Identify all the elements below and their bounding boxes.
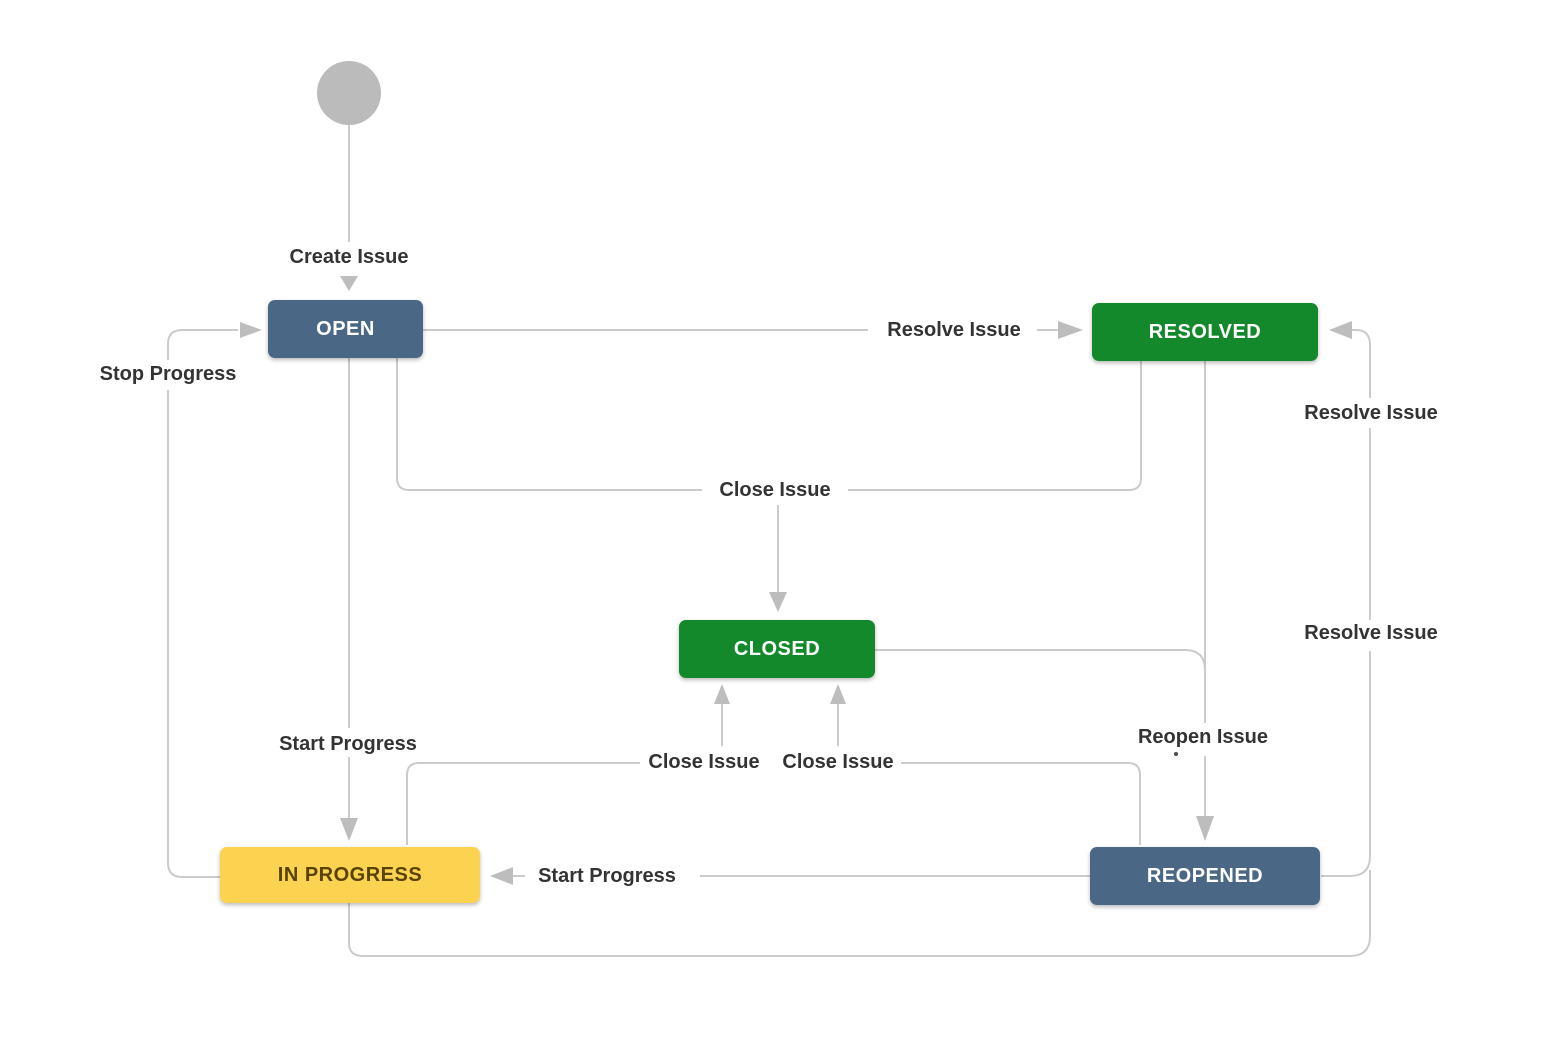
label-resolve-issue-right-lower[interactable]: Resolve Issue	[1301, 622, 1441, 644]
node-open[interactable]: OPEN	[268, 300, 423, 358]
label-start-progress-reopened[interactable]: Start Progress	[535, 865, 679, 887]
node-reopened[interactable]: REOPENED	[1090, 847, 1320, 905]
arrowhead-into-in-progress-top	[340, 818, 358, 841]
edge-start-progress-reopened	[490, 867, 1090, 885]
start-node[interactable]	[317, 61, 381, 125]
arrowhead-into-reopened-top	[1196, 816, 1214, 841]
label-create-issue[interactable]: Create Issue	[286, 246, 412, 268]
label-close-issue-center[interactable]: Close Issue	[716, 479, 834, 501]
arrowhead-into-in-progress-right	[490, 867, 513, 885]
label-close-issue-bottom-left[interactable]: Close Issue	[645, 751, 763, 773]
label-resolve-issue-right-upper[interactable]: Resolve Issue	[1301, 402, 1441, 424]
arrowhead-into-closed-bottom-left	[714, 684, 730, 704]
edge-reopen-issue	[875, 361, 1214, 841]
arrowhead-into-resolved-left	[1058, 321, 1083, 339]
edge-close-issue-bottom-left	[406, 684, 730, 845]
label-close-issue-bottom-right[interactable]: Close Issue	[779, 751, 897, 773]
node-closed[interactable]: CLOSED	[679, 620, 875, 678]
node-in-progress[interactable]: IN PROGRESS	[220, 847, 480, 903]
arrowhead-into-resolved-right	[1329, 321, 1352, 339]
arrowhead-into-open-top	[340, 276, 358, 291]
edge-create-issue	[340, 125, 358, 291]
arrowhead-into-open-left	[240, 322, 262, 338]
edge-in-progress-resolved-bottom	[348, 870, 1371, 957]
arrowhead-into-closed-top	[769, 592, 787, 612]
edge-reopened-resolved	[1321, 321, 1371, 877]
label-stop-progress[interactable]: Stop Progress	[96, 363, 240, 385]
edge-stop-progress	[167, 322, 262, 878]
edge-start-progress-open	[340, 358, 358, 841]
label-start-progress-open[interactable]: Start Progress	[276, 733, 420, 755]
edge-close-issue-bottom-right	[830, 684, 1141, 845]
edge-open-resolved	[423, 321, 1083, 339]
label-reopen-issue[interactable]: Reopen Issue	[1134, 726, 1272, 748]
reopen-issue-overlap-dot	[1174, 752, 1178, 756]
edge-close-issue-top-row	[396, 358, 1142, 612]
label-resolve-issue-top[interactable]: Resolve Issue	[884, 319, 1024, 341]
node-resolved[interactable]: RESOLVED	[1092, 303, 1318, 361]
arrowhead-into-closed-bottom-right	[830, 684, 846, 704]
